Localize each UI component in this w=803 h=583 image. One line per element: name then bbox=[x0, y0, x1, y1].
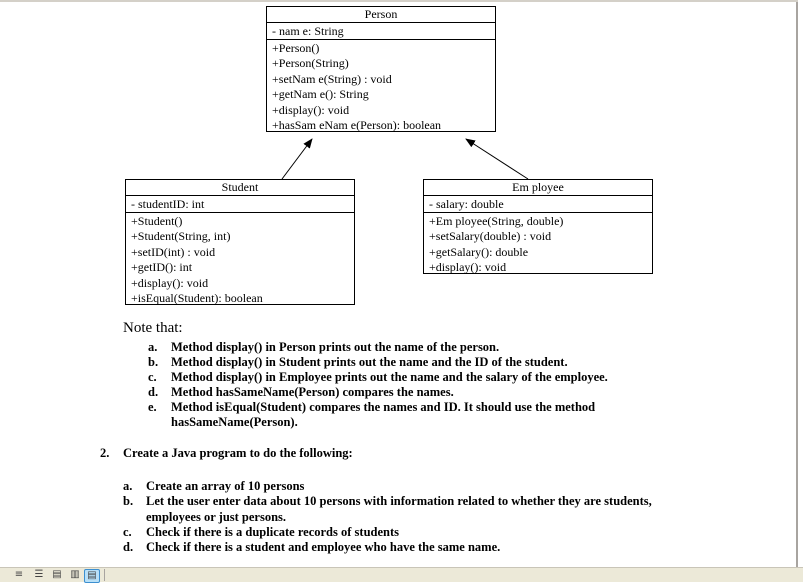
class-method: +display(): void bbox=[131, 275, 209, 290]
class-attribute: - studentID: int bbox=[126, 196, 354, 213]
status-bar: ≡ ☰ ▤ ▥ ▤ bbox=[0, 567, 803, 583]
class-method: +getID(): int bbox=[131, 260, 193, 275]
page-edge bbox=[796, 2, 798, 567]
task-label: d. bbox=[123, 540, 134, 554]
page-margin bbox=[798, 0, 803, 567]
task-item-text: Check if there is a duplicate records of… bbox=[146, 525, 399, 539]
student-to-person-arrow bbox=[281, 138, 313, 180]
class-method: +Person(String) bbox=[272, 56, 349, 71]
task-item-text-continued: employees or just persons. bbox=[146, 510, 287, 524]
task-label: a. bbox=[123, 479, 133, 493]
person-class-box: Person - nam e: String +Person() +Person… bbox=[266, 6, 496, 132]
class-title: Em ployee bbox=[424, 180, 652, 196]
class-method: +Student() bbox=[131, 214, 183, 228]
class-method: +Student(String, int) bbox=[131, 229, 231, 244]
class-method: +hasSam eNam e(Person): boolean bbox=[272, 117, 442, 132]
note-label: c. bbox=[148, 370, 157, 384]
employee-class-box: Em ployee - salary: double +Em ployee(St… bbox=[423, 179, 653, 274]
task-number: 2. bbox=[100, 446, 110, 460]
class-method: +Person() bbox=[272, 41, 320, 55]
class-method: +display(): void bbox=[272, 102, 350, 117]
class-method: +getNam e(): String bbox=[272, 87, 369, 102]
class-attribute: - nam e: String bbox=[267, 23, 495, 40]
note-text: Method display() in Student prints out t… bbox=[171, 355, 568, 369]
class-method: +isEqual(Student): boolean bbox=[131, 290, 263, 305]
note-text: Method display() in Person prints out th… bbox=[171, 340, 500, 354]
note-text: Method hasSameName(Person) compares the … bbox=[171, 385, 454, 399]
class-method: +setID(int) : void bbox=[131, 244, 216, 259]
class-title: Student bbox=[126, 180, 354, 196]
note-text: Method isEqual(Student) compares the nam… bbox=[171, 400, 596, 414]
employee-to-person-arrow bbox=[465, 138, 529, 180]
note-label: e. bbox=[148, 400, 157, 414]
class-method: +Em ployee(String, double) bbox=[429, 214, 564, 228]
class-title: Person bbox=[267, 7, 495, 23]
reading-layout-icon[interactable]: ▥ bbox=[70, 569, 80, 580]
note-label: d. bbox=[148, 385, 159, 399]
class-method: +setNam e(String) : void bbox=[272, 71, 392, 86]
note-text: Method display() in Employee prints out … bbox=[171, 370, 608, 384]
task-text: Create a Java program to do the followin… bbox=[123, 446, 353, 460]
note-label: b. bbox=[148, 355, 159, 369]
class-attribute: - salary: double bbox=[424, 196, 652, 213]
task-item-text: Let the user enter data about 10 persons… bbox=[146, 494, 652, 508]
class-method: +getSalary(): double bbox=[429, 244, 529, 259]
task-label: b. bbox=[123, 494, 134, 508]
notes-heading: Note that: bbox=[123, 320, 183, 336]
task-item-text: Create an array of 10 persons bbox=[146, 479, 305, 493]
class-method: +display(): void bbox=[429, 260, 507, 275]
note-text-continued: hasSameName(Person). bbox=[171, 415, 298, 429]
task-item-text: Check if there is a student and employee… bbox=[146, 540, 501, 554]
note-label: a. bbox=[148, 340, 158, 354]
class-method: +setSalary(double) : void bbox=[429, 229, 552, 244]
print-layout-icon[interactable]: ▤ bbox=[52, 569, 62, 580]
status-divider bbox=[104, 569, 105, 581]
window-top-border bbox=[0, 0, 803, 2]
outline-view-icon[interactable]: ☰ bbox=[34, 569, 44, 580]
normal-view-icon[interactable]: ≡ bbox=[14, 569, 24, 580]
inheritance-arrows bbox=[281, 138, 529, 180]
task-label: c. bbox=[123, 525, 132, 539]
student-class-box: Student - studentID: int +Student() +Stu… bbox=[125, 179, 355, 305]
